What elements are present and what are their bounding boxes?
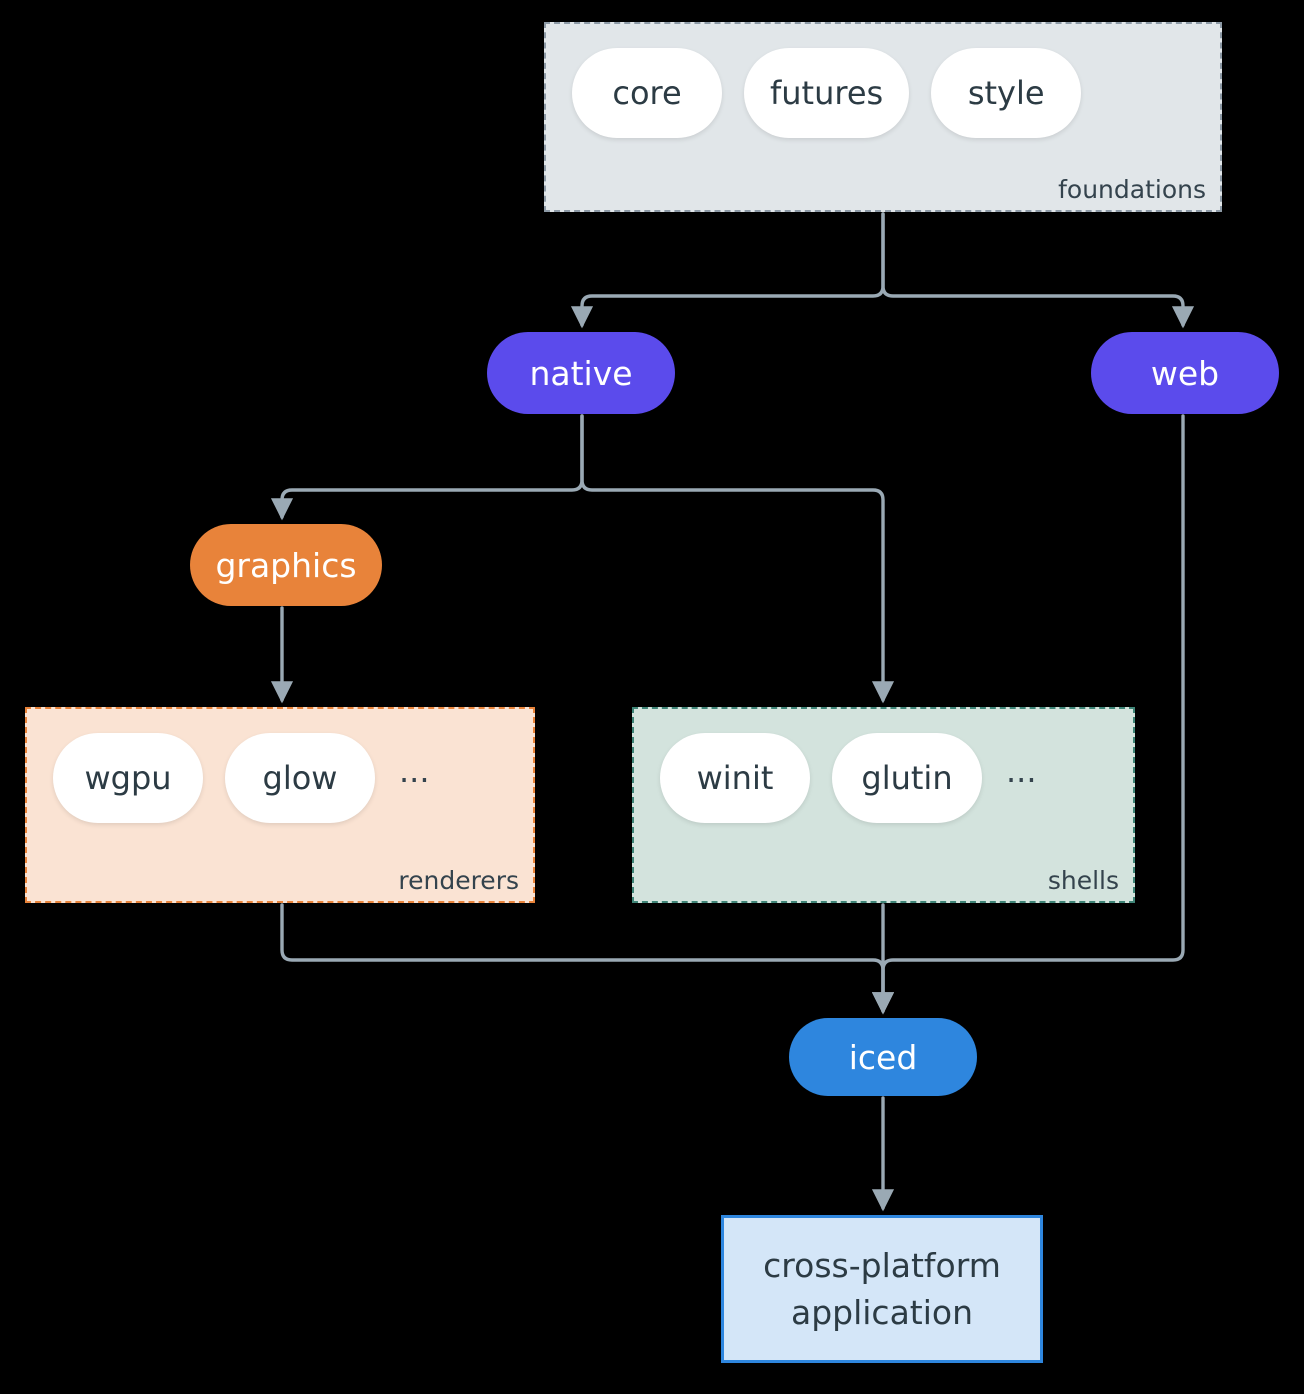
application-label-line2: application [790,1293,974,1332]
node-glow[interactable]: glow [225,733,375,823]
shells-items: winit glutin ... [660,733,1041,823]
node-glutin[interactable]: glutin [832,733,982,823]
edge-native-graphics [270,414,584,521]
group-label-shells: shells [1047,866,1119,895]
edge-renderers-iced [280,903,895,1015]
group-shells: winit glutin ... shells [632,707,1135,903]
node-graphics[interactable]: graphics [190,524,382,606]
node-native[interactable]: native [487,332,675,414]
edge-foundations-native [570,212,885,329]
group-foundations: core futures style foundations [544,22,1222,212]
edge-foundations-web [881,212,1195,329]
node-style[interactable]: style [931,48,1082,138]
group-label-foundations: foundations [1058,175,1206,204]
group-renderers: wgpu glow ... renderers [25,707,535,903]
group-label-renderers: renderers [398,866,519,895]
node-cross-platform-application[interactable]: cross-platform application [721,1215,1043,1363]
node-web[interactable]: web [1091,332,1279,414]
node-iced[interactable]: iced [789,1018,977,1096]
edge-native-shells [580,414,895,704]
node-winit[interactable]: winit [660,733,810,823]
foundations-items: core futures style [572,48,1082,138]
shells-ellipsis: ... [1006,752,1037,790]
renderers-ellipsis: ... [399,752,430,790]
application-label-line1: cross-platform [763,1245,1001,1285]
node-wgpu[interactable]: wgpu [53,733,203,823]
renderers-items: wgpu glow ... [53,733,434,823]
node-futures[interactable]: futures [744,48,910,138]
node-core[interactable]: core [572,48,722,138]
